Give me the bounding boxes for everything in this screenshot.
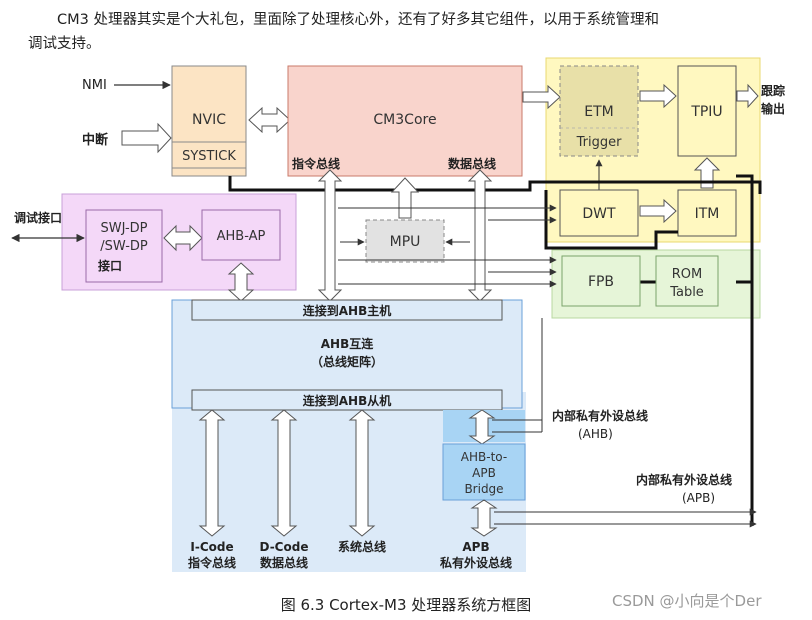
tpiu-out-arrow [736, 83, 759, 109]
dcode-label-1: D-Code [260, 540, 309, 554]
ahb-inter-label-1: AHB互连 [321, 336, 374, 351]
apb-label-2: 私有外设总线 [439, 555, 512, 570]
interrupt-label: 中断 [82, 132, 108, 148]
nmi-label: NMI [82, 78, 107, 93]
cortex-m3-block-diagram: NVIC SYSTICK NMI 中断 CM3Core 指令总线 数据总线 ET… [11, 57, 785, 572]
tpiu-label: TPIU [690, 104, 722, 120]
sysbus-label: 系统总线 [338, 539, 386, 554]
debug-port-label: 调试接口 [14, 210, 62, 225]
interrupt-arrow [121, 122, 172, 154]
itm-label: ITM [695, 206, 720, 222]
apb-label-1: APB [462, 540, 489, 554]
cm3core-block [287, 65, 523, 177]
intro-paragraph: CM3 处理器其实是个大礼包，里面除了处理核心外，还有了好多其它组件，以用于系统… [28, 8, 808, 56]
apb-arrow [470, 499, 498, 537]
rom-label-1: ROM [672, 267, 702, 282]
bridge-label-1: AHB-to- [461, 450, 507, 464]
ppb-apb-label-1: 内部私有外设总线 [636, 472, 732, 487]
rom-table-block [655, 255, 719, 307]
ppb-apb-label-2: (APB) [682, 491, 715, 505]
ppb-ahb-label-1: 内部私有外设总线 [552, 408, 648, 423]
fpb-label: FPB [588, 274, 614, 290]
intro-line-1: CM3 处理器其实是个大礼包，里面除了处理核心外，还有了好多其它组件，以用于系统… [57, 12, 659, 28]
swj-dp-block [85, 209, 163, 283]
mpu-block [365, 219, 445, 263]
systick-block [171, 141, 247, 169]
instr-bus-label: 指令总线 [292, 156, 340, 171]
ahb-ppb-arrow [468, 409, 496, 445]
swj-label-3: 接口 [98, 258, 122, 273]
etm-label: ETM [584, 104, 613, 120]
itm-block [677, 189, 737, 237]
ppb-line-debug [544, 190, 678, 250]
data-bus-label: 数据总线 [448, 156, 496, 171]
figure-caption: 图 6.3 Cortex-M3 处理器系统方框图 [280, 596, 532, 614]
sysbus-arrow [348, 409, 376, 537]
cm3core-label: CM3Core [373, 112, 436, 128]
intro-line-2: 调试支持。 [28, 36, 101, 52]
swj-label-2: /SW-DP [100, 239, 148, 254]
ahb-inter-label-2: （总线矩阵） [311, 354, 383, 369]
icode-label-2: 指令总线 [188, 555, 236, 570]
ahb-slave-bar [191, 389, 503, 411]
dwt-block [559, 189, 639, 237]
bridge-label-2: APB [472, 466, 496, 480]
ppb-ahb-label-2: (AHB) [578, 427, 613, 441]
dcode-arrow [270, 409, 298, 537]
trace-out-label-2: 输出 [761, 101, 785, 116]
ahb-master-bar [191, 299, 503, 321]
csdn-watermark: CSDN @小向是个Der [612, 592, 762, 610]
bridge-label-3: Bridge [464, 482, 503, 496]
mpu-label: MPU [390, 234, 421, 250]
nvic-label: NVIC [192, 112, 226, 128]
dcode-label-2: 数据总线 [260, 555, 308, 570]
dwt-itm-arrow [639, 198, 677, 224]
fpb-block [561, 255, 641, 307]
icode-label-1: I-Code [190, 540, 233, 554]
etm-tpiu-arrow [639, 83, 677, 109]
mpu-core-arrow [390, 177, 420, 219]
ahb-master-label: 连接到AHB主机 [303, 303, 391, 318]
instr-bus-arrow [317, 169, 343, 302]
swj-label-1: SWJ-DP [100, 221, 147, 236]
nvic-core-arrow [248, 106, 291, 134]
trigger-label: Trigger [576, 135, 622, 150]
ahb-ap-label: AHB-AP [217, 229, 266, 244]
core-etm-arrow [522, 84, 561, 110]
ppb-line-itm [736, 174, 754, 526]
dwt-label: DWT [582, 206, 616, 222]
ppb-line-top [228, 176, 762, 194]
trace-out-label-1: 跟踪 [761, 83, 785, 98]
icode-arrow [198, 409, 226, 537]
data-bus-arrow [467, 169, 493, 302]
tpiu-block [677, 65, 737, 157]
ahb-slave-label: 连接到AHB从机 [303, 393, 391, 408]
bridge-block [442, 443, 526, 501]
ahb-ap-block [201, 209, 281, 261]
systick-label: SYSTICK [182, 149, 236, 164]
rom-label-2: Table [669, 285, 704, 300]
etm-block [559, 65, 639, 157]
